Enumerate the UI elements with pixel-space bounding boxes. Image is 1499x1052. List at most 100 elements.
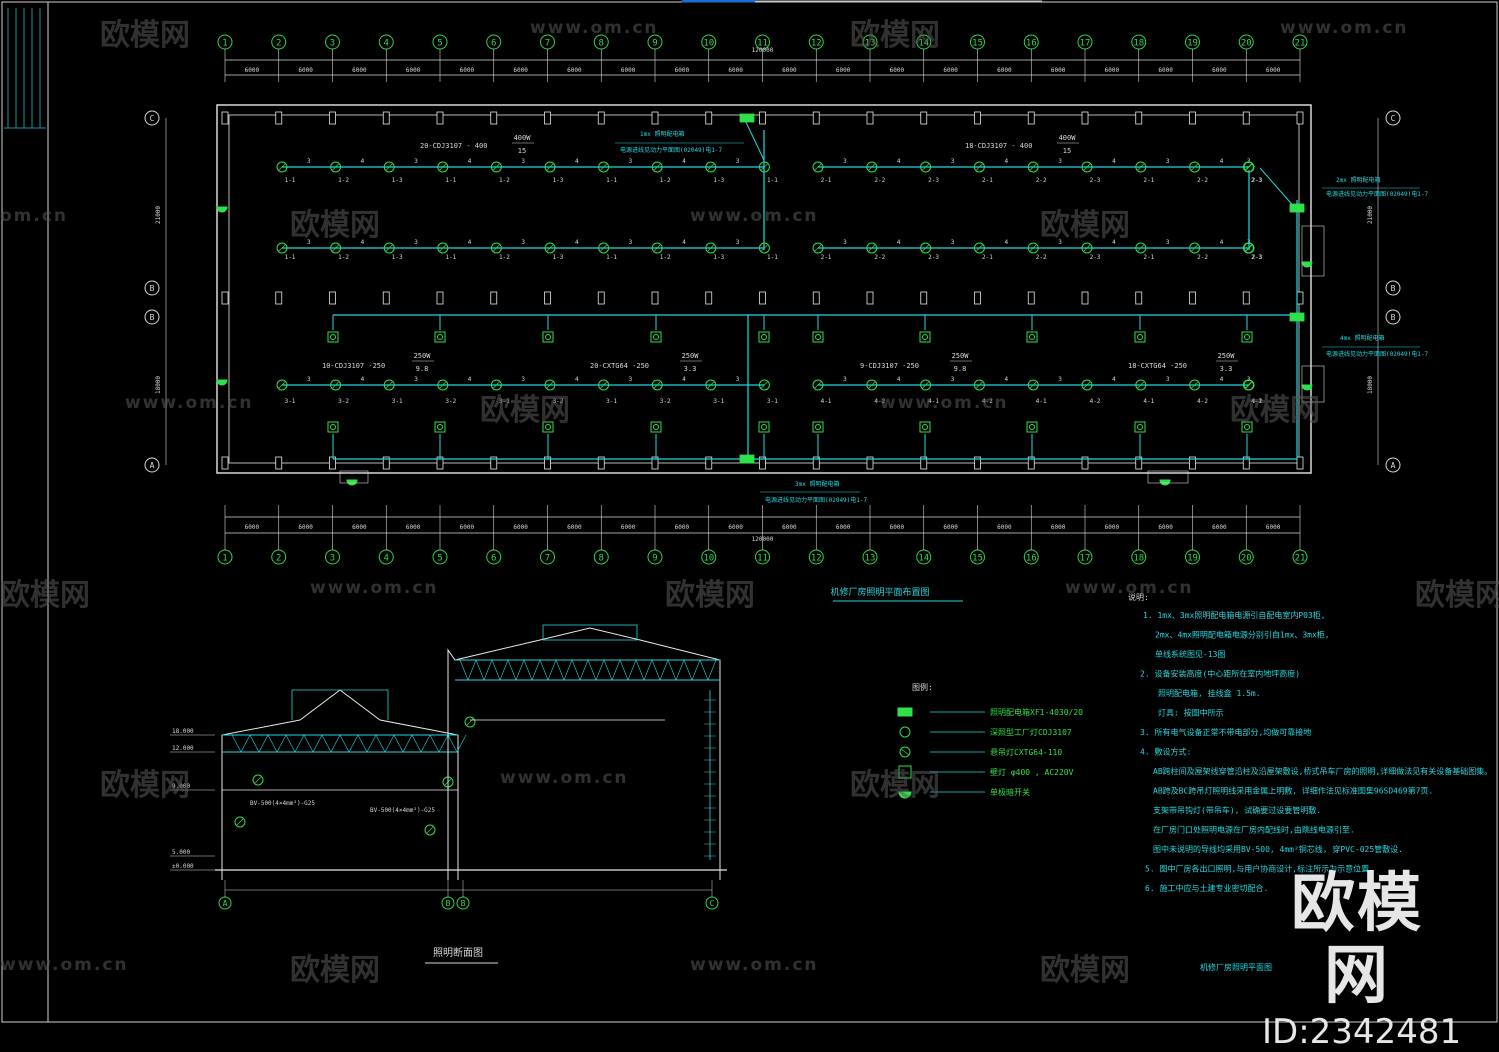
elevation-mark: 12.000 (172, 745, 194, 752)
dimension-text: 6000 (997, 524, 1012, 531)
segment-label: 4 (682, 158, 686, 165)
circuit-label: 1-3 (392, 254, 403, 261)
structural-column (221, 111, 229, 125)
circuit-label: 1-3 (713, 177, 724, 184)
lamp-mark (1029, 381, 1037, 389)
lamp-core (922, 424, 928, 430)
structural-column (759, 291, 766, 305)
dimension-text: 6000 (675, 67, 690, 74)
circuit-label: 4-1 (821, 398, 832, 405)
lamp-mark (1029, 244, 1037, 252)
circuit-label: 2-3 (1252, 254, 1263, 261)
circuit-label: 3-2 (338, 398, 349, 405)
light-fixture (1027, 379, 1039, 391)
circuit-label: 1-1 (606, 177, 617, 184)
structural-column (651, 291, 659, 305)
truss-web (611, 659, 621, 681)
light-fixture (544, 161, 556, 173)
lamp-ring (651, 161, 663, 173)
brand-name: 欧模网 (1291, 867, 1423, 1013)
segment-label: 3 (414, 239, 418, 246)
row-bubble-left (144, 110, 160, 126)
segment-label: 4 (897, 158, 901, 165)
structural-column (974, 456, 981, 470)
lamp-mark (493, 163, 500, 171)
watermark-url: www.om.cn (690, 955, 819, 975)
axis-label-top: 8 (599, 39, 604, 49)
light-fixture (973, 161, 985, 173)
light-fixture (1243, 379, 1255, 391)
lamp-mark (439, 244, 447, 252)
lamp-core (437, 424, 443, 430)
wall-lamp (1301, 261, 1313, 268)
dimension-text: 6000 (352, 524, 367, 531)
lamp-box (758, 421, 770, 433)
lamp-mark (976, 381, 983, 389)
circuit-label: 2-1 (821, 177, 832, 184)
dimension-total: 120000 (752, 536, 774, 543)
lamp-mark (1137, 244, 1145, 252)
light-fixture (973, 379, 985, 391)
lamp-ring (330, 161, 342, 173)
panel-ref: 电源进线见动力平面图(02049)电1-7 (1326, 190, 1429, 198)
fixture-group-label: 20-CDJ3107 - 400 (420, 142, 487, 150)
lamp-mark (1245, 381, 1253, 389)
lamp-core (545, 424, 551, 430)
hanging-fixture (812, 331, 824, 343)
hanging-fixture (542, 331, 554, 343)
light-fixture (330, 242, 342, 254)
lamp-mark (278, 163, 286, 171)
truss-web (285, 734, 296, 753)
lamp-ring (598, 161, 610, 173)
row-bubble-left (144, 457, 160, 473)
truss-web (429, 734, 440, 753)
panel-ref: 电源进线见动力平面图(02049)电1-7 (765, 496, 868, 504)
lamp-ring (330, 379, 342, 391)
section-axis-label: B (461, 899, 466, 908)
row-bubble-right (1385, 280, 1401, 296)
structural-column (1081, 291, 1089, 305)
light-fixture (920, 242, 932, 254)
dimension-text: 6000 (567, 67, 582, 74)
segment-label: 4 (1112, 376, 1116, 383)
truss-web (523, 659, 533, 681)
lamp-ring (544, 242, 556, 254)
axis-label-bottom: 19 (1187, 554, 1198, 564)
truss-web (595, 659, 605, 681)
section-lamp (424, 824, 436, 836)
axis-label-top: 19 (1187, 39, 1198, 49)
lamp-ring (437, 379, 449, 391)
lighting-plan: 1122334455667788991010111112121313141415… (144, 34, 1429, 836)
monitor-roof (542, 624, 638, 641)
lamp-box (1241, 421, 1253, 433)
segment-label: 3 (1166, 158, 1170, 165)
lamp-mark (1083, 163, 1091, 171)
structural-column (974, 111, 981, 125)
structural-column (1242, 111, 1250, 125)
circuit-label: 3-2 (553, 398, 564, 405)
circuit-label: 2-1 (982, 254, 993, 261)
structural-column (329, 111, 336, 125)
legend-symbol-lamp (899, 726, 911, 738)
light-fixture (330, 161, 342, 173)
section-title: 照明断面图 (433, 946, 483, 959)
circuit-label: 1-1 (285, 254, 296, 261)
fixture-power: 400W (1059, 134, 1077, 142)
structural-column (705, 111, 713, 125)
light-fixture (812, 161, 824, 173)
truss-web (539, 659, 549, 681)
structural-column (490, 291, 498, 305)
light-fixture (651, 379, 663, 391)
legend-text: 照明配电箱XF1-4030/20 (990, 707, 1083, 717)
segment-label: 4 (897, 239, 901, 246)
legend-item: 照明配电箱XF1-4030/20 (897, 707, 1083, 717)
segment-label: 4 (1220, 239, 1224, 246)
structural-column (1135, 456, 1143, 470)
truss-web (276, 734, 287, 753)
segment-label: 3 (843, 376, 847, 383)
section-lamp (252, 774, 264, 786)
fixture-group-label: 10-CDJ3107 -250 (322, 362, 385, 370)
dimension-text: 6000 (782, 524, 797, 531)
legend-item: 单极暗开关 (898, 787, 1030, 799)
watermark-logo: 欧模网 (480, 393, 570, 428)
